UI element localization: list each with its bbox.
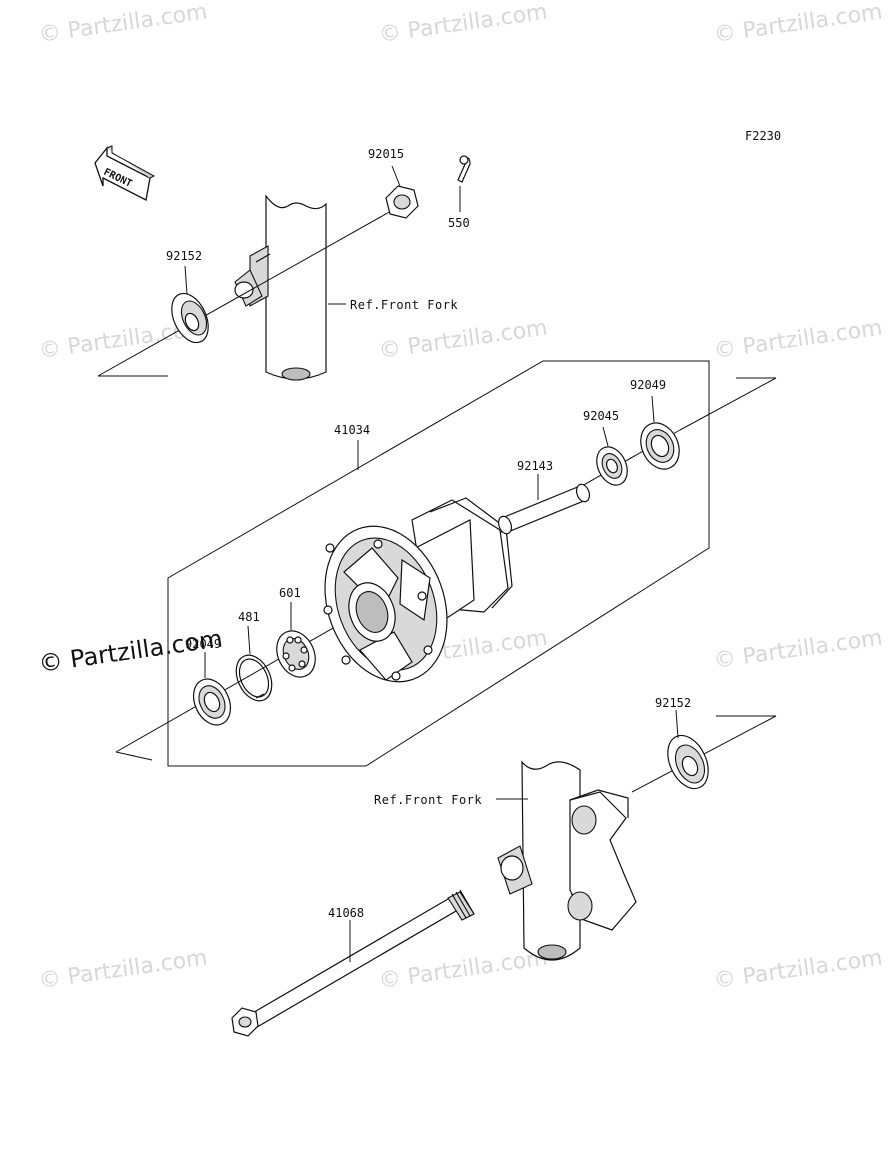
watermark: © Partzilla.com [712, 626, 884, 674]
watermark: © Partzilla.com [712, 946, 884, 994]
nut-icon [385, 185, 419, 219]
figure-code: F2230 [745, 129, 781, 143]
part-label-92152-left: 92152 [166, 249, 202, 263]
fork-lower-ref: Ref.Front Fork [374, 793, 482, 807]
part-label-92015: 92015 [368, 147, 404, 161]
watermark: © Partzilla.com [37, 946, 209, 994]
watermark-main: © Partzilla.com [37, 624, 224, 678]
watermark-tiles: © Partzilla.com © Partzilla.com © Partzi… [37, 0, 884, 994]
watermark: © Partzilla.com [377, 0, 549, 48]
collar-icon [667, 734, 709, 790]
watermark: © Partzilla.com [712, 316, 884, 364]
watermark: © Partzilla.com [377, 946, 549, 994]
part-label-41034: 41034 [334, 423, 370, 437]
watermark: © Partzilla.com [377, 316, 549, 364]
circlip-icon [235, 654, 273, 702]
bearing-icon [596, 446, 628, 486]
seal-icon [192, 678, 232, 726]
part-label-41068: 41068 [328, 906, 364, 920]
front-fork-upper [234, 194, 327, 381]
fork-upper-ref: Ref.Front Fork [350, 298, 458, 312]
part-label-92152-right: 92152 [655, 696, 691, 710]
front-fork-lower [497, 760, 637, 961]
part-label-601: 601 [279, 586, 301, 600]
watermark: © Partzilla.com [712, 0, 884, 48]
front-arrow-icon: FRONT [94, 145, 156, 201]
part-label-92143: 92143 [517, 459, 553, 473]
watermark: © Partzilla.com [37, 0, 209, 48]
cotter-pin-icon [457, 155, 471, 183]
part-label-92049-right: 92049 [630, 378, 666, 392]
hub-icon [323, 497, 513, 683]
part-label-92045: 92045 [583, 409, 619, 423]
hub-assembly-frame [167, 360, 710, 767]
collar-icon [171, 292, 209, 344]
part-label-481: 481 [238, 610, 260, 624]
part-label-92049-left: 92049 [185, 637, 221, 651]
axle-icon [231, 889, 475, 1037]
seal-icon [640, 422, 680, 470]
ball-bearing-icon [276, 630, 316, 678]
spacer-icon [497, 483, 591, 535]
axle-center-line-upper [97, 205, 401, 377]
part-label-550: 550 [448, 216, 470, 230]
